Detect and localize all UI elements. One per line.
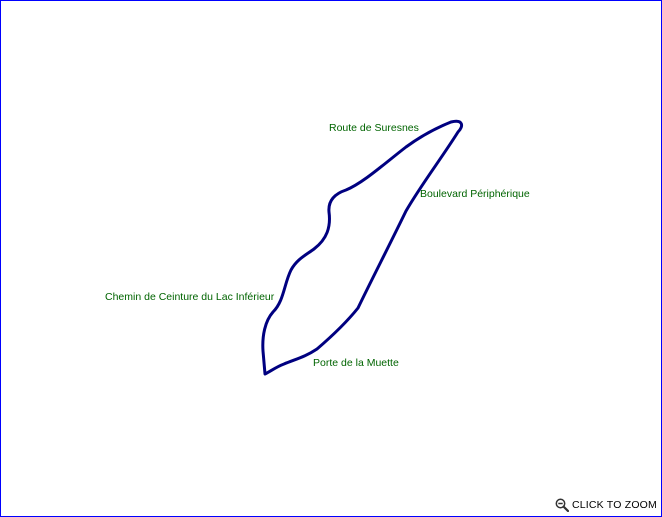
zoom-out-magnifier-icon [555,498,569,512]
route-outline [261,119,464,376]
label-boulevard-peripherique: Boulevard Périphérique [420,188,530,200]
label-chemin-de-ceinture: Chemin de Ceinture du Lac Inférieur [105,291,275,303]
click-to-zoom-label: CLICK TO ZOOM [571,499,657,511]
click-to-zoom-button[interactable]: CLICK TO ZOOM [555,498,657,512]
label-porte-de-la-muette: Porte de la Muette [313,357,399,369]
label-route-de-suresnes: Route de Suresnes [329,122,419,134]
